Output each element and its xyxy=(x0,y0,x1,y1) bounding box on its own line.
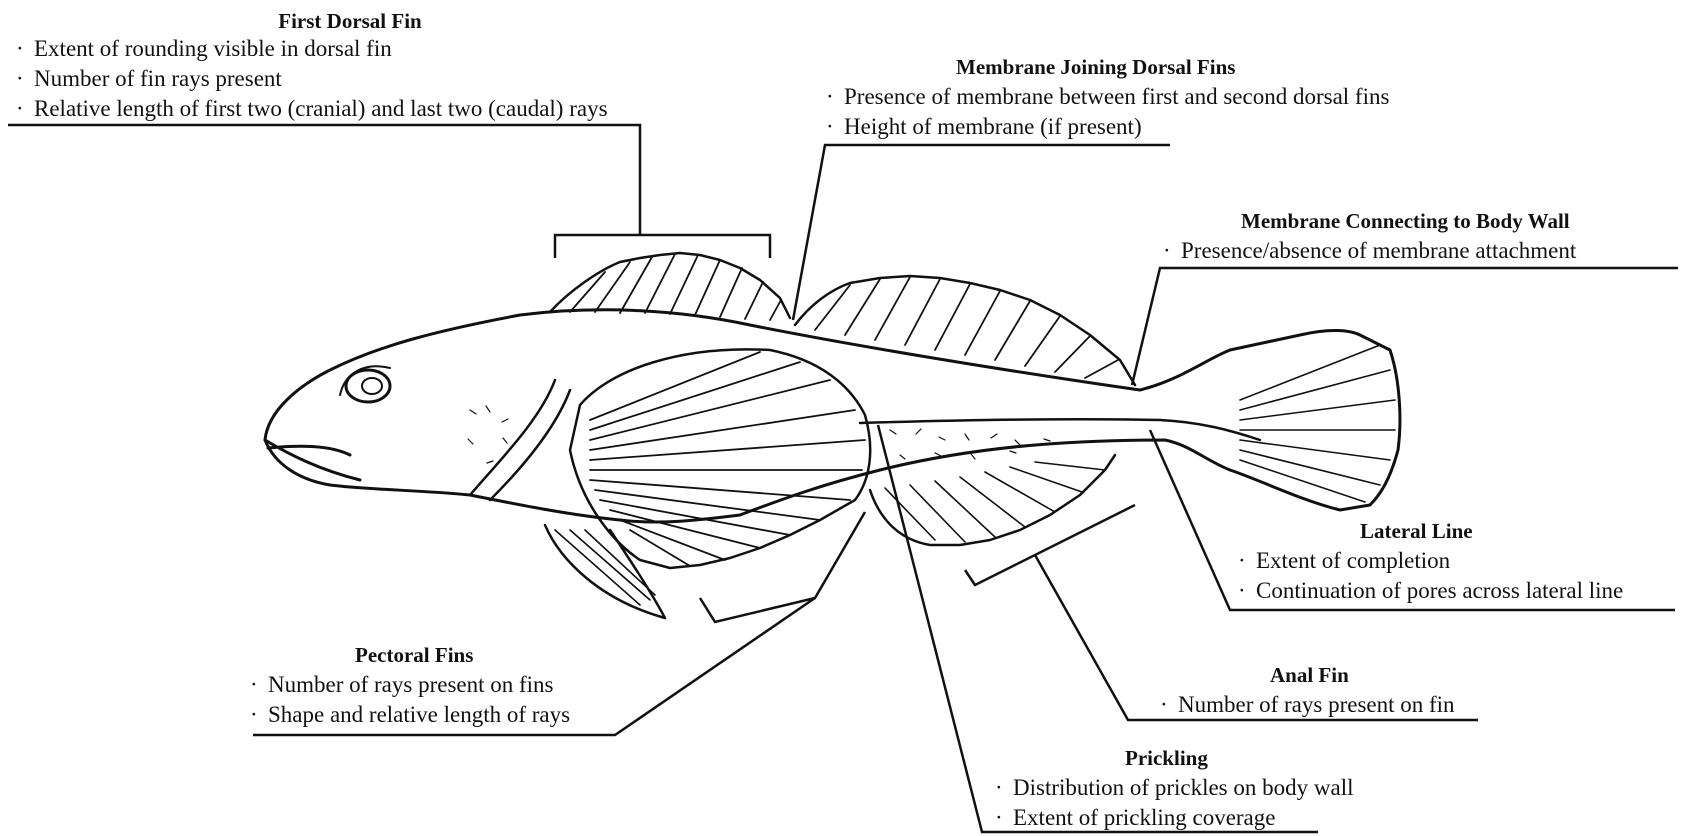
membrane-dorsal-leader xyxy=(793,145,1170,320)
first-dorsal-fin-title: First Dorsal Fin xyxy=(0,6,700,36)
fish-body-outline xyxy=(265,310,1400,522)
membrane-body-wall-item: Presence/absence of membrane attachment xyxy=(1163,236,1576,266)
lateral-line-item: Extent of completion xyxy=(1238,546,1623,576)
membrane-joining-dorsal-item: Presence of membrane between first and s… xyxy=(826,82,1389,112)
membrane-body-wall-title: Membrane Connecting to Body Wall xyxy=(1163,206,1576,236)
anal-fin-title: Anal Fin xyxy=(1160,660,1455,690)
pectoral-fins-label: Pectoral Fins Number of rays present on … xyxy=(250,640,570,730)
prickling-item: Distribution of prickles on body wall xyxy=(995,773,1354,803)
membrane-joining-dorsal-item: Height of membrane (if present) xyxy=(826,112,1389,142)
pectoral-fins-title: Pectoral Fins xyxy=(250,640,570,670)
lateral-line-label: Lateral Line Extent of completion Contin… xyxy=(1238,516,1623,606)
pectoral-bracket xyxy=(700,512,865,622)
first-dorsal-item: Relative length of first two (cranial) a… xyxy=(16,94,608,124)
fish-anal-fin xyxy=(870,455,1115,545)
first-dorsal-leader xyxy=(8,125,640,235)
fish-pupil xyxy=(362,378,382,394)
fish-illustration xyxy=(265,253,1400,618)
fish-pelvic-fin xyxy=(545,525,665,618)
fish-pectoral-rays xyxy=(590,352,865,566)
prickling-item: Extent of prickling coverage xyxy=(995,803,1354,833)
fish-caudal-rays xyxy=(1240,345,1395,502)
prickling-title: Prickling xyxy=(995,743,1354,773)
first-dorsal-item: Extent of rounding visible in dorsal fin xyxy=(16,34,608,64)
anal-fin-item: Number of rays present on fin xyxy=(1160,690,1455,720)
pectoral-fins-item: Number of rays present on fins xyxy=(250,670,570,700)
fish-gill-cover xyxy=(470,380,570,500)
prickling-label: Prickling Distribution of prickles on bo… xyxy=(995,743,1354,833)
first-dorsal-item: Number of fin rays present xyxy=(16,64,608,94)
first-dorsal-fin-label: First Dorsal Fin xyxy=(0,6,700,36)
anal-fin-label: Anal Fin Number of rays present on fin xyxy=(1160,660,1455,720)
membrane-joining-dorsal-title: Membrane Joining Dorsal Fins xyxy=(826,52,1389,82)
lateral-line-item: Continuation of pores across lateral lin… xyxy=(1238,576,1623,606)
fish-anal-rays xyxy=(885,462,1105,542)
membrane-joining-dorsal-label: Membrane Joining Dorsal Fins Presence of… xyxy=(826,52,1389,142)
membrane-body-wall-label: Membrane Connecting to Body Wall Presenc… xyxy=(1163,206,1576,266)
lateral-line-title: Lateral Line xyxy=(1238,516,1623,546)
pectoral-fins-item: Shape and relative length of rays xyxy=(250,700,570,730)
membrane-body-leader xyxy=(1132,268,1678,385)
first-dorsal-fin-items: Extent of rounding visible in dorsal fin… xyxy=(16,34,608,124)
anal-bracket xyxy=(965,505,1135,585)
fish-pelvic-rays xyxy=(555,530,655,605)
